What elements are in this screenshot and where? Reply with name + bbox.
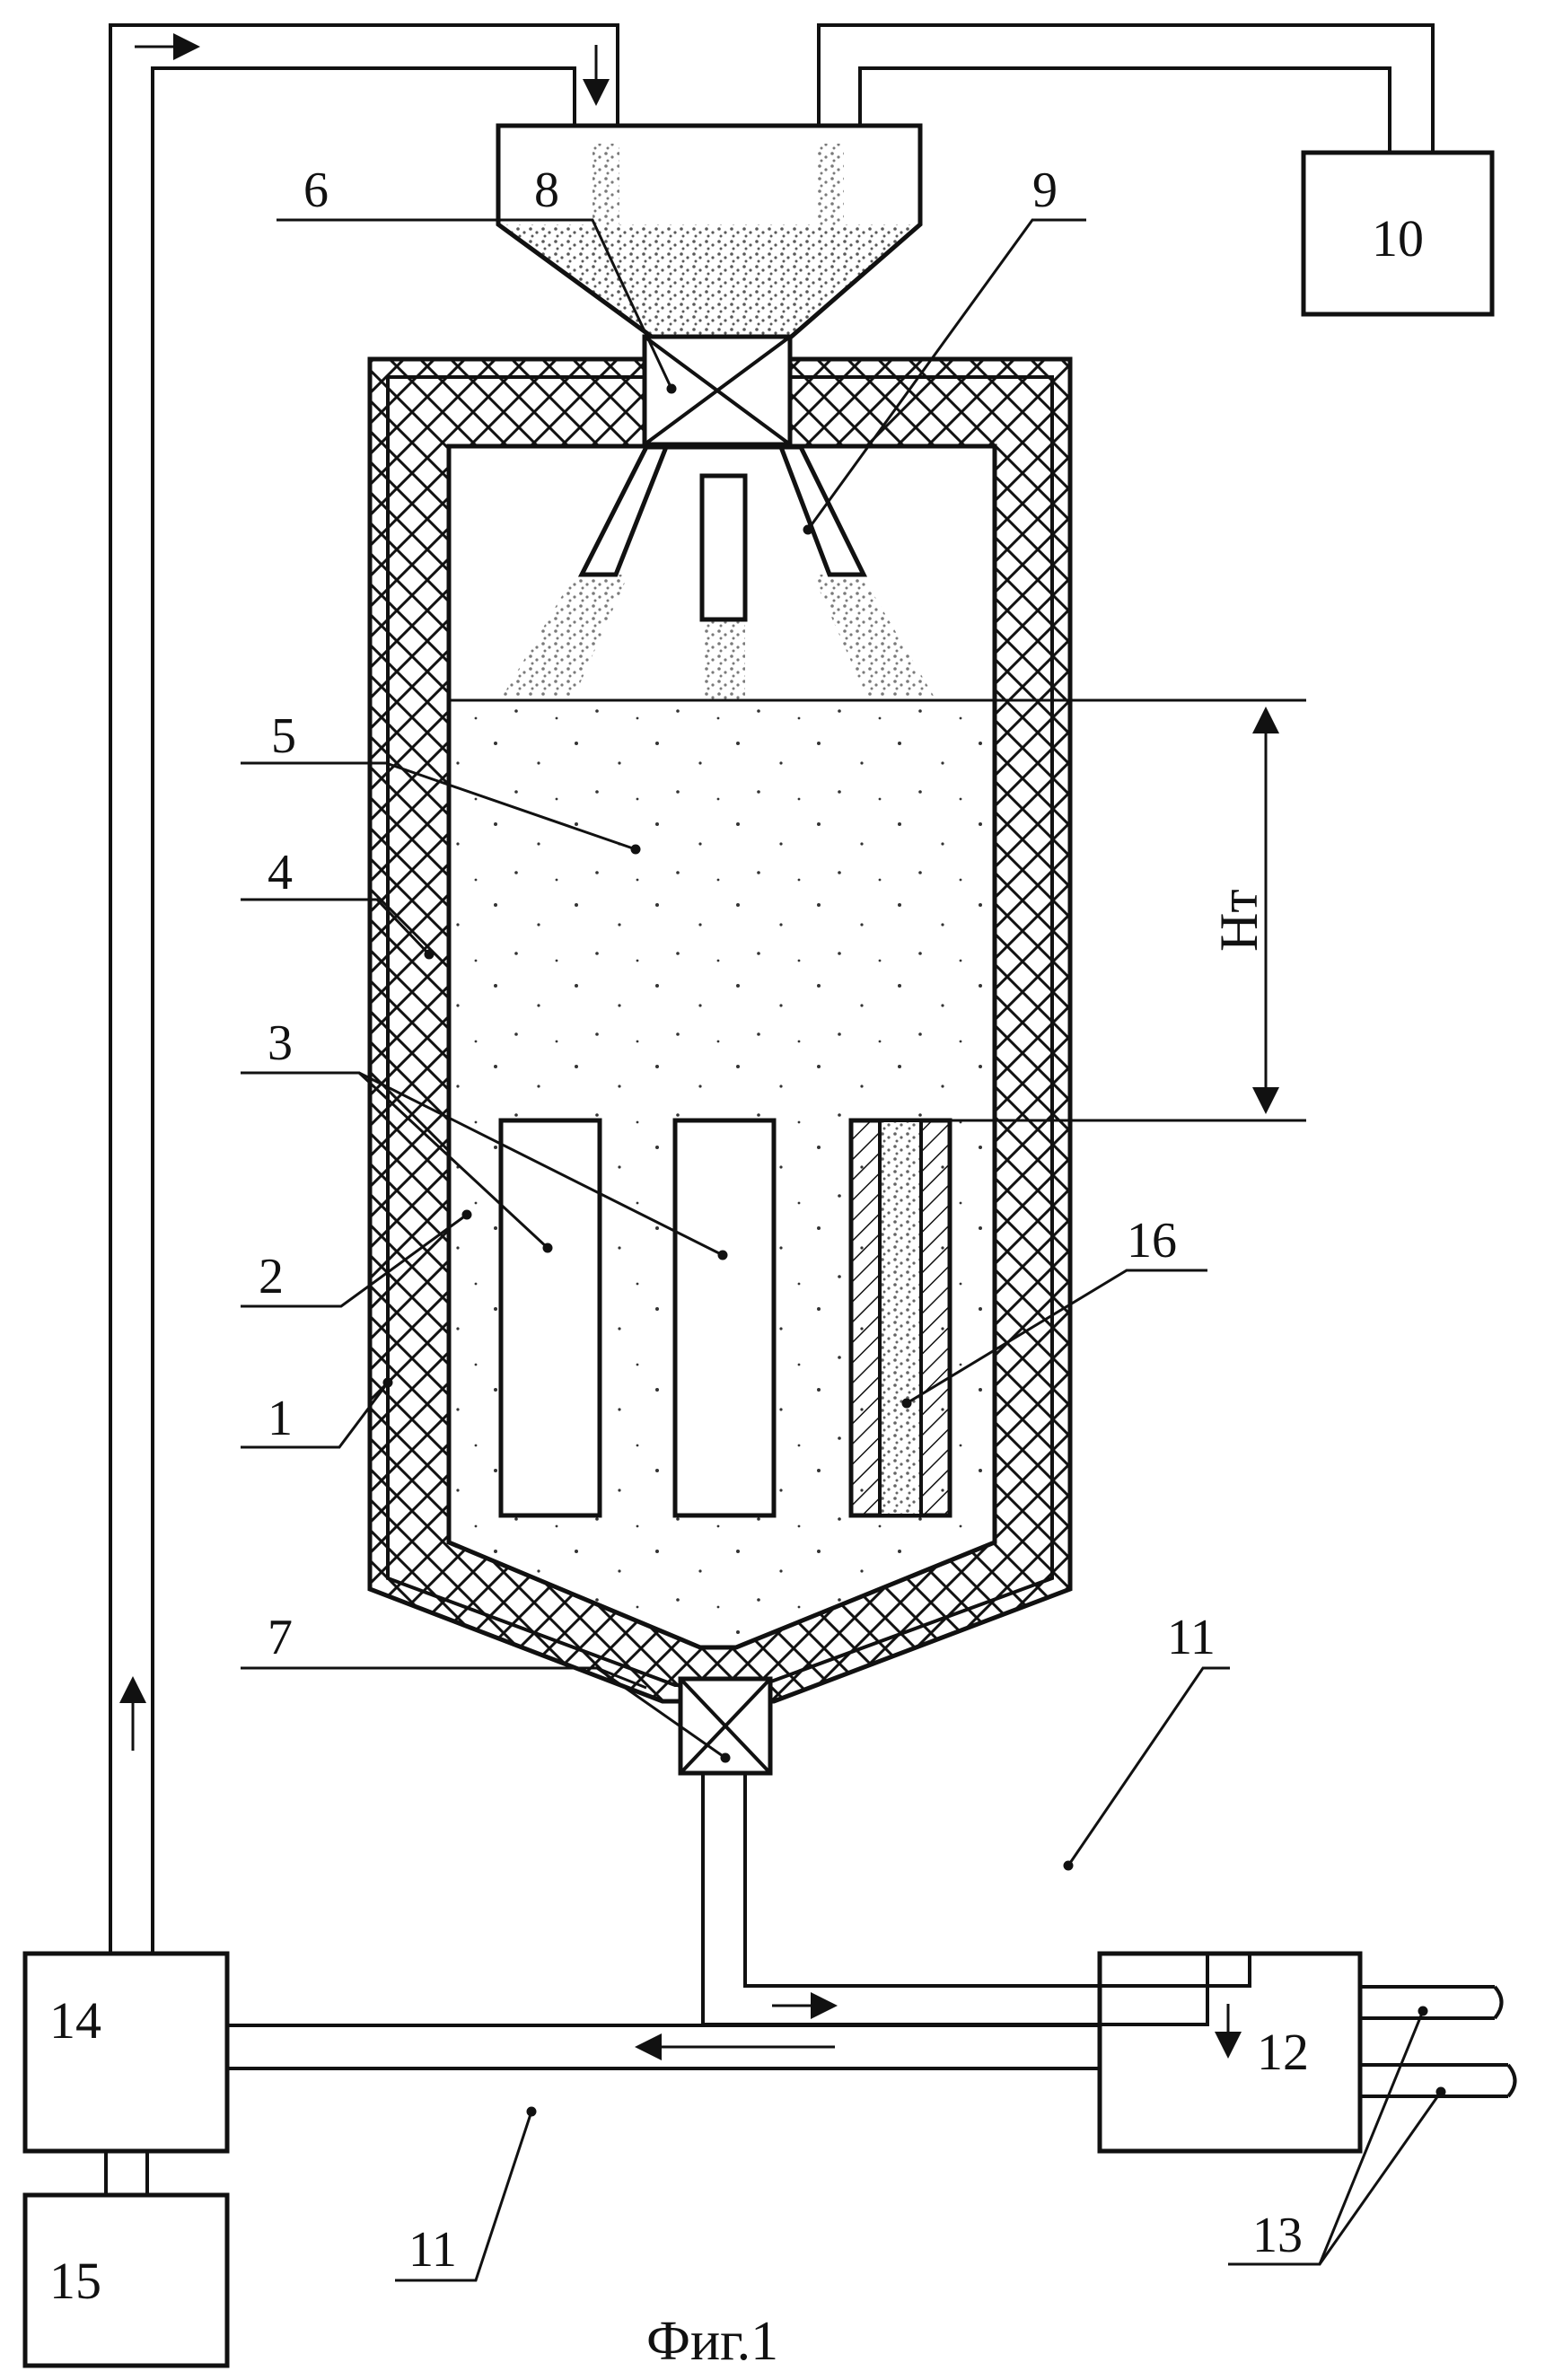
label-3: 3 xyxy=(268,1015,293,1071)
label-12: 12 xyxy=(1257,2023,1309,2081)
height-marker: Нт xyxy=(1209,889,1268,952)
label-13: 13 xyxy=(1252,2208,1303,2263)
label-2: 2 xyxy=(259,1249,284,1304)
label-15: 15 xyxy=(49,2252,101,2310)
label-16: 16 xyxy=(1127,1213,1177,1269)
spray-center xyxy=(702,619,745,700)
label-10: 10 xyxy=(1372,209,1424,268)
label-8: 8 xyxy=(534,162,559,218)
label-9: 9 xyxy=(1032,162,1058,218)
label-5: 5 xyxy=(271,708,296,764)
heater-insulated xyxy=(851,1120,950,1515)
label-1: 1 xyxy=(268,1391,293,1446)
hopper xyxy=(498,126,920,339)
label-4: 4 xyxy=(268,845,293,900)
label-11-right: 11 xyxy=(1167,1610,1216,1665)
heater-left xyxy=(501,1120,600,1515)
upper-valve xyxy=(645,337,790,444)
reactor-vessel xyxy=(370,359,1070,1701)
label-14: 14 xyxy=(49,1991,101,2050)
label-6: 6 xyxy=(303,162,329,218)
block-12 xyxy=(1100,1954,1360,2151)
label-7: 7 xyxy=(268,1610,293,1665)
figure-caption: Фиг.1 xyxy=(646,2311,778,2372)
label-11-bottom: 11 xyxy=(408,2222,457,2278)
block-14 xyxy=(25,1954,227,2151)
heater-center xyxy=(675,1120,774,1515)
